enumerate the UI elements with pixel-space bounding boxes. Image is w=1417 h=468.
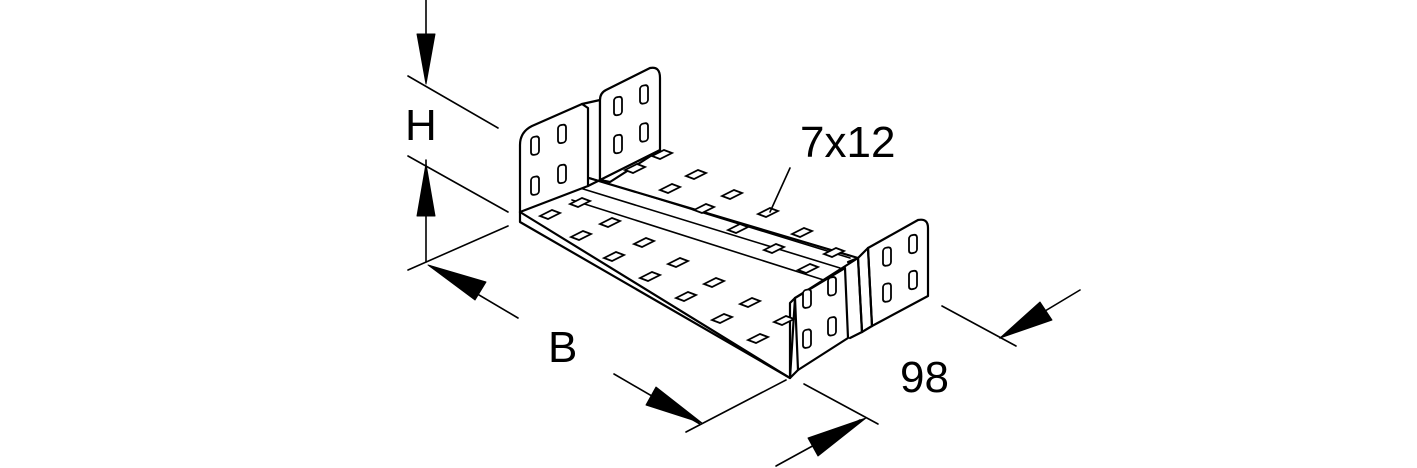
height-arrow-bottom [416, 163, 436, 217]
depth-arrow-bottom [807, 417, 867, 457]
width-dimension: B [407, 225, 787, 433]
width-label: B [548, 323, 577, 372]
height-dimension: H [405, 0, 509, 263]
depth-arrow-top [999, 301, 1053, 339]
hole-size-callout: 7x12 [769, 118, 895, 213]
hole-size-label: 7x12 [800, 118, 895, 167]
height-label: H [405, 101, 437, 150]
center-rib [571, 177, 851, 283]
hole-leader-line [769, 167, 791, 213]
connector-part [518, 66, 930, 380]
front-flange-slots [802, 276, 837, 349]
tall-rear-flange [598, 66, 662, 182]
depth-label: 98 [900, 353, 949, 402]
base-plate-slots [537, 149, 847, 344]
left-flange-slots [530, 123, 567, 196]
width-arrow-right [645, 386, 703, 424]
depth-dimension: 98 [775, 289, 1081, 467]
right-tab-slots [882, 233, 918, 303]
rear-flange-slots [613, 84, 649, 155]
width-arrow-left [427, 264, 487, 301]
right-outer-tab [866, 218, 930, 328]
height-arrow-top [416, 33, 436, 85]
